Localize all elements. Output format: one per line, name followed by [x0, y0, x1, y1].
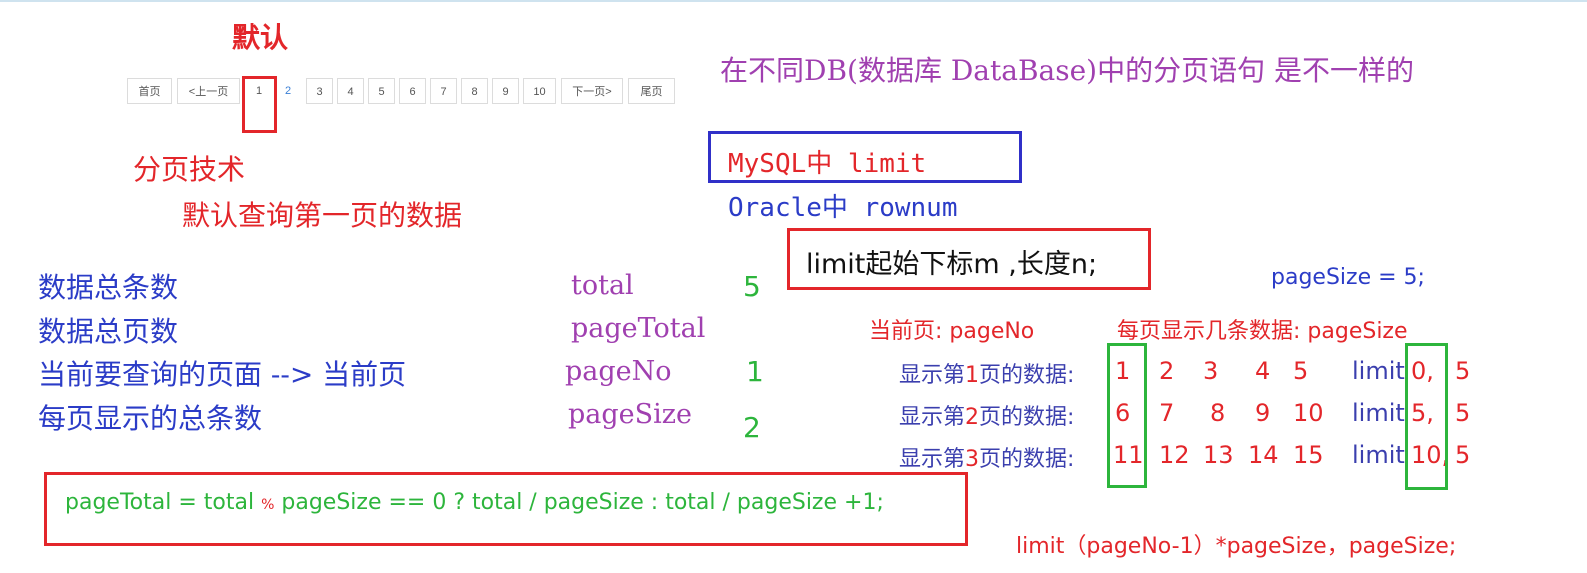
term-pageno-value: 1 [746, 355, 764, 388]
term-pagetotal-cn: 数据总页数 [38, 315, 179, 348]
page-3-button[interactable]: 3 [306, 78, 333, 104]
db-note-heading: 在不同DB(数据库 DataBase)中的分页语句 是不一样的 [720, 54, 1414, 87]
row-2-limit-keyword: limit [1352, 399, 1405, 427]
oracle-rownum-text: Oracle中 rownum [728, 193, 958, 223]
formula-right: pageSize == 0 ? total / pageSize : total… [281, 490, 884, 515]
mysql-highlight-box [708, 131, 1022, 183]
term-total-en: total [571, 270, 634, 301]
pagination-tech-label: 分页技术 [133, 153, 246, 186]
row-3-suffix: 页的数据: [979, 447, 1075, 472]
row-3-item: 11 [1113, 441, 1144, 469]
limit-desc-box [787, 228, 1151, 290]
page-5-button[interactable]: 5 [368, 78, 395, 104]
row-3-item: 15 [1293, 441, 1324, 469]
row-2-item: 10 [1293, 399, 1324, 427]
per-page-label: 每页显示几条数据: pageSize [1117, 319, 1408, 344]
term-total-cn: 数据总条数 [38, 271, 179, 304]
page-1-button[interactable]: 1 [244, 78, 274, 104]
formula-mod-operator: % [261, 497, 275, 513]
row-1-prefix: 显示第 [899, 363, 966, 388]
current-page-label: 当前页: pageNo [869, 319, 1035, 344]
first-item-column-highlight [1107, 343, 1147, 488]
page-6-button[interactable]: 6 [399, 78, 426, 104]
row-3-label: 显示第3页的数据: [899, 441, 1074, 473]
page-total-formula-box [44, 472, 968, 546]
row-1-item: 1 [1115, 357, 1131, 385]
mysql-limit-text: MySQL中 limit [728, 149, 927, 179]
row-2-suffix: 页的数据: [979, 405, 1075, 430]
current-page-highlight [242, 76, 277, 133]
row-3-prefix: 显示第 [899, 447, 966, 472]
row-1-suffix: 页的数据: [979, 363, 1075, 388]
page-size-declaration: pageSize = 5; [1271, 265, 1425, 290]
row-2-item: 9 [1255, 399, 1271, 427]
row-3-item: 14 [1248, 441, 1279, 469]
row-2-item: 8 [1210, 399, 1226, 427]
limit-general-formula: limit（pageNo-1）*pageSize，pageSize; [1016, 534, 1457, 559]
term-pageno-en: pageNo [565, 356, 672, 387]
row-2-offset: 5, [1411, 399, 1434, 427]
row-3-page-number: 3 [965, 447, 980, 472]
row-1-item: 4 [1255, 357, 1271, 385]
row-3-offset: 10, [1411, 441, 1450, 469]
default-query-label: 默认查询第一页的数据 [182, 199, 463, 232]
row-3-limit-keyword: limit [1352, 441, 1405, 469]
page-7-button[interactable]: 7 [430, 78, 457, 104]
offset-column-highlight [1405, 343, 1448, 490]
default-label: 默认 [232, 21, 289, 54]
row-3-item: 13 [1203, 441, 1234, 469]
row-2-item: 7 [1159, 399, 1175, 427]
first-page-button[interactable]: 首页 [127, 78, 172, 104]
row-2-size: 5 [1455, 399, 1471, 427]
row-1-item: 3 [1203, 357, 1219, 385]
term-total-value: 5 [743, 270, 761, 303]
term-pageno-cn: 当前要查询的页面 --> 当前页 [38, 358, 407, 391]
prev-page-button[interactable]: <上一页 [177, 78, 240, 104]
row-1-page-number: 1 [965, 363, 980, 388]
row-1-size: 5 [1455, 357, 1471, 385]
top-border [0, 0, 1587, 2]
row-1-label: 显示第1页的数据: [899, 357, 1074, 389]
row-1-item: 5 [1293, 357, 1309, 385]
term-pagesize-cn: 每页显示的总条数 [38, 402, 263, 435]
formula-left: pageTotal = total [65, 490, 255, 515]
row-2-label: 显示第2页的数据: [899, 399, 1074, 431]
row-3-size: 5 [1455, 441, 1471, 469]
page-total-formula: pageTotal = total % pageSize == 0 ? tota… [65, 490, 884, 515]
row-2-prefix: 显示第 [899, 405, 966, 430]
row-2-page-number: 2 [965, 405, 980, 430]
page-8-button[interactable]: 8 [461, 78, 488, 104]
limit-desc-text: limit起始下标m ,长度n; [806, 249, 1098, 280]
term-pagesize-value: 2 [743, 411, 761, 444]
term-pagetotal-en: pageTotal [571, 313, 706, 344]
row-2-item: 6 [1115, 399, 1131, 427]
page-4-button[interactable]: 4 [337, 78, 364, 104]
last-page-button[interactable]: 尾页 [628, 78, 675, 104]
page-10-button[interactable]: 10 [523, 78, 556, 104]
next-page-button[interactable]: 下一页> [561, 78, 623, 104]
row-3-item: 12 [1159, 441, 1190, 469]
row-1-item: 2 [1159, 357, 1175, 385]
page-2-button[interactable]: 2 [275, 78, 301, 104]
page-9-button[interactable]: 9 [492, 78, 519, 104]
row-1-limit-keyword: limit [1352, 357, 1405, 385]
term-pagesize-en: pageSize [568, 399, 692, 430]
row-1-offset: 0, [1411, 357, 1434, 385]
